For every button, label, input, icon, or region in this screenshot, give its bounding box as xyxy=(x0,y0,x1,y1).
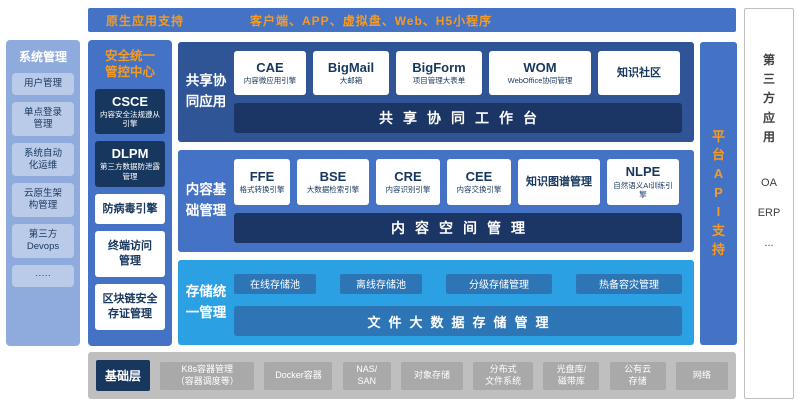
knowledge-community-title: 知识社区 xyxy=(617,66,661,79)
cre-title: CRE xyxy=(394,168,422,184)
dlpm-title: DLPM xyxy=(111,146,149,161)
wom-title: WOM xyxy=(523,59,557,75)
storage-disaster-recovery: 热备容灾管理 xyxy=(576,273,682,294)
module-bigmail: BigMail 大邮箱 xyxy=(313,51,389,95)
module-cae: CAE 内容微应用引擎 xyxy=(234,51,306,95)
base-item-optical-tape: 光盘库/ 磁带库 xyxy=(543,361,600,390)
third-party-app-title: 第 三 方 应 用 xyxy=(762,53,775,144)
security-control-title: 安全统一 管控中心 xyxy=(104,49,155,80)
platform-api-support-label: 平 台 A P I 支 持 xyxy=(711,128,725,257)
base-item-object-storage: 对象存储 xyxy=(400,361,463,390)
bigmail-subtitle: 大邮箱 xyxy=(339,76,363,86)
nlpe-title: NLPE xyxy=(625,164,661,180)
dlpm-subtitle: 第三方数据防泄露 管理 xyxy=(100,162,160,181)
sidebar-item-more: ····· xyxy=(12,264,74,287)
nlpe-subtitle: 自然语义AI训练引擎 xyxy=(613,180,673,199)
platform-api-support-bar: 平 台 A P I 支 持 xyxy=(700,42,737,345)
file-bigdata-storage-bar: 文件大数据存储管理 xyxy=(234,306,682,336)
cae-title: CAE xyxy=(256,59,284,75)
cee-title: CEE xyxy=(465,168,493,184)
module-cee: CEE 内容交换引擎 xyxy=(447,159,511,205)
security-item-blockchain-evidence: 区块链安全 存证管理 xyxy=(95,284,165,330)
cee-subtitle: 内容交换引擎 xyxy=(456,185,502,195)
base-layer-bar: 基础层 K8s容器管理 （容器调度等） Docker容器 NAS/ SAN 对象… xyxy=(88,352,736,399)
wom-subtitle: WebOffice协同管理 xyxy=(507,76,573,86)
base-item-k8s: K8s容器管理 （容器调度等） xyxy=(160,361,255,390)
module-knowledge-community: 知识社区 xyxy=(598,51,680,95)
base-item-network: 网络 xyxy=(675,361,728,390)
native-app-support-label: 原生应用支持 xyxy=(106,13,185,28)
module-bigform: BigForm 项目管理大表单 xyxy=(396,51,482,95)
system-management-title: 系统管理 xyxy=(18,50,67,64)
native-app-support-bar: 原生应用支持 客户端、APP、虚拟盘、Web、H5小程序 xyxy=(88,8,736,32)
bigform-title: BigForm xyxy=(412,59,466,75)
client-types-label: 客户端、APP、虚拟盘、Web、H5小程序 xyxy=(250,13,493,28)
content-management-label: 内容基 础管理 xyxy=(185,182,227,218)
module-ffe: FFE 格式转换引擎 xyxy=(234,159,290,205)
system-management-panel: 系统管理 用户管理 单点登录 管理 系统自动 化运维 云原生架 构管理 第三方 … xyxy=(6,40,80,346)
third-party-item-erp: ERP xyxy=(757,206,781,219)
base-item-distributed-fs: 分布式 文件系统 xyxy=(473,361,534,390)
cae-subtitle: 内容微应用引擎 xyxy=(243,76,297,86)
bigmail-title: BigMail xyxy=(327,59,375,75)
bigform-subtitle: 项目管理大表单 xyxy=(412,76,466,86)
csce-title: CSCE xyxy=(111,93,149,109)
module-cre: CRE 内容识别引擎 xyxy=(376,159,440,205)
base-item-nas-san: NAS/ SAN xyxy=(342,361,391,390)
sidebar-item-devops: 第三方 Devops xyxy=(12,224,74,258)
third-party-item-more: ... xyxy=(764,236,774,249)
bse-title: BSE xyxy=(319,168,347,184)
third-party-item-oa: OA xyxy=(761,176,777,189)
storage-offline-pool: 离线存储池 xyxy=(340,273,422,294)
storage-tiered-management: 分级存储管理 xyxy=(446,273,552,294)
shared-collaboration-band: 共享协 同应用 CAE 内容微应用引擎 BigMail 大邮箱 BigForm … xyxy=(178,42,694,142)
shared-collaboration-label: 共享协 同应用 xyxy=(185,73,227,109)
module-nlpe: NLPE 自然语义AI训练引擎 xyxy=(607,159,679,205)
storage-management-band: 存储统 一管理 在线存储池 离线存储池 分级存储管理 热备容灾管理 文件大数据存… xyxy=(178,260,694,345)
storage-online-pool: 在线存储池 xyxy=(234,273,316,294)
security-item-csce: CSCE 内容安全法规遵从 引擎 xyxy=(95,88,165,134)
content-management-band: 内容基 础管理 FFE 格式转换引擎 BSE 大数据检索引擎 CRE 内容识别引… xyxy=(178,150,694,252)
ffe-title: FFE xyxy=(249,168,275,184)
security-control-panel: 安全统一 管控中心 CSCE 内容安全法规遵从 引擎 DLPM 第三方数据防泄露… xyxy=(88,40,172,346)
base-layer-label: 基础层 xyxy=(96,360,151,391)
security-item-antivirus: 防病毒引擎 xyxy=(95,193,165,225)
sidebar-item-auto-ops: 系统自动 化运维 xyxy=(12,142,74,177)
third-party-app-panel: 第 三 方 应 用 OA ERP ... xyxy=(744,8,794,399)
knowledge-graph-title: 知识图谱管理 xyxy=(526,175,592,188)
cre-subtitle: 内容识别引擎 xyxy=(385,185,431,195)
module-wom: WOM WebOffice协同管理 xyxy=(489,51,591,95)
shared-collaboration-workbench-bar: 共享协同工作台 xyxy=(234,103,682,133)
security-item-terminal-access: 终端访问 管理 xyxy=(95,231,165,278)
module-bse: BSE 大数据检索引擎 xyxy=(297,159,369,205)
content-space-management-bar: 内容空间管理 xyxy=(234,213,682,243)
storage-management-label: 存储统 一管理 xyxy=(185,283,227,320)
sidebar-item-cloud-native: 云原生架 构管理 xyxy=(12,183,74,218)
base-item-public-cloud: 公有云 存储 xyxy=(609,361,666,390)
module-knowledge-graph: 知识图谱管理 xyxy=(518,159,600,205)
base-item-docker: Docker容器 xyxy=(264,361,333,390)
sidebar-item-sso-management: 单点登录 管理 xyxy=(12,101,74,136)
ffe-subtitle: 格式转换引擎 xyxy=(239,185,285,195)
bse-subtitle: 大数据检索引擎 xyxy=(306,185,360,195)
sidebar-item-user-management: 用户管理 xyxy=(12,73,74,95)
security-item-dlpm: DLPM 第三方数据防泄露 管理 xyxy=(95,141,165,187)
csce-subtitle: 内容安全法规遵从 引擎 xyxy=(100,109,160,129)
